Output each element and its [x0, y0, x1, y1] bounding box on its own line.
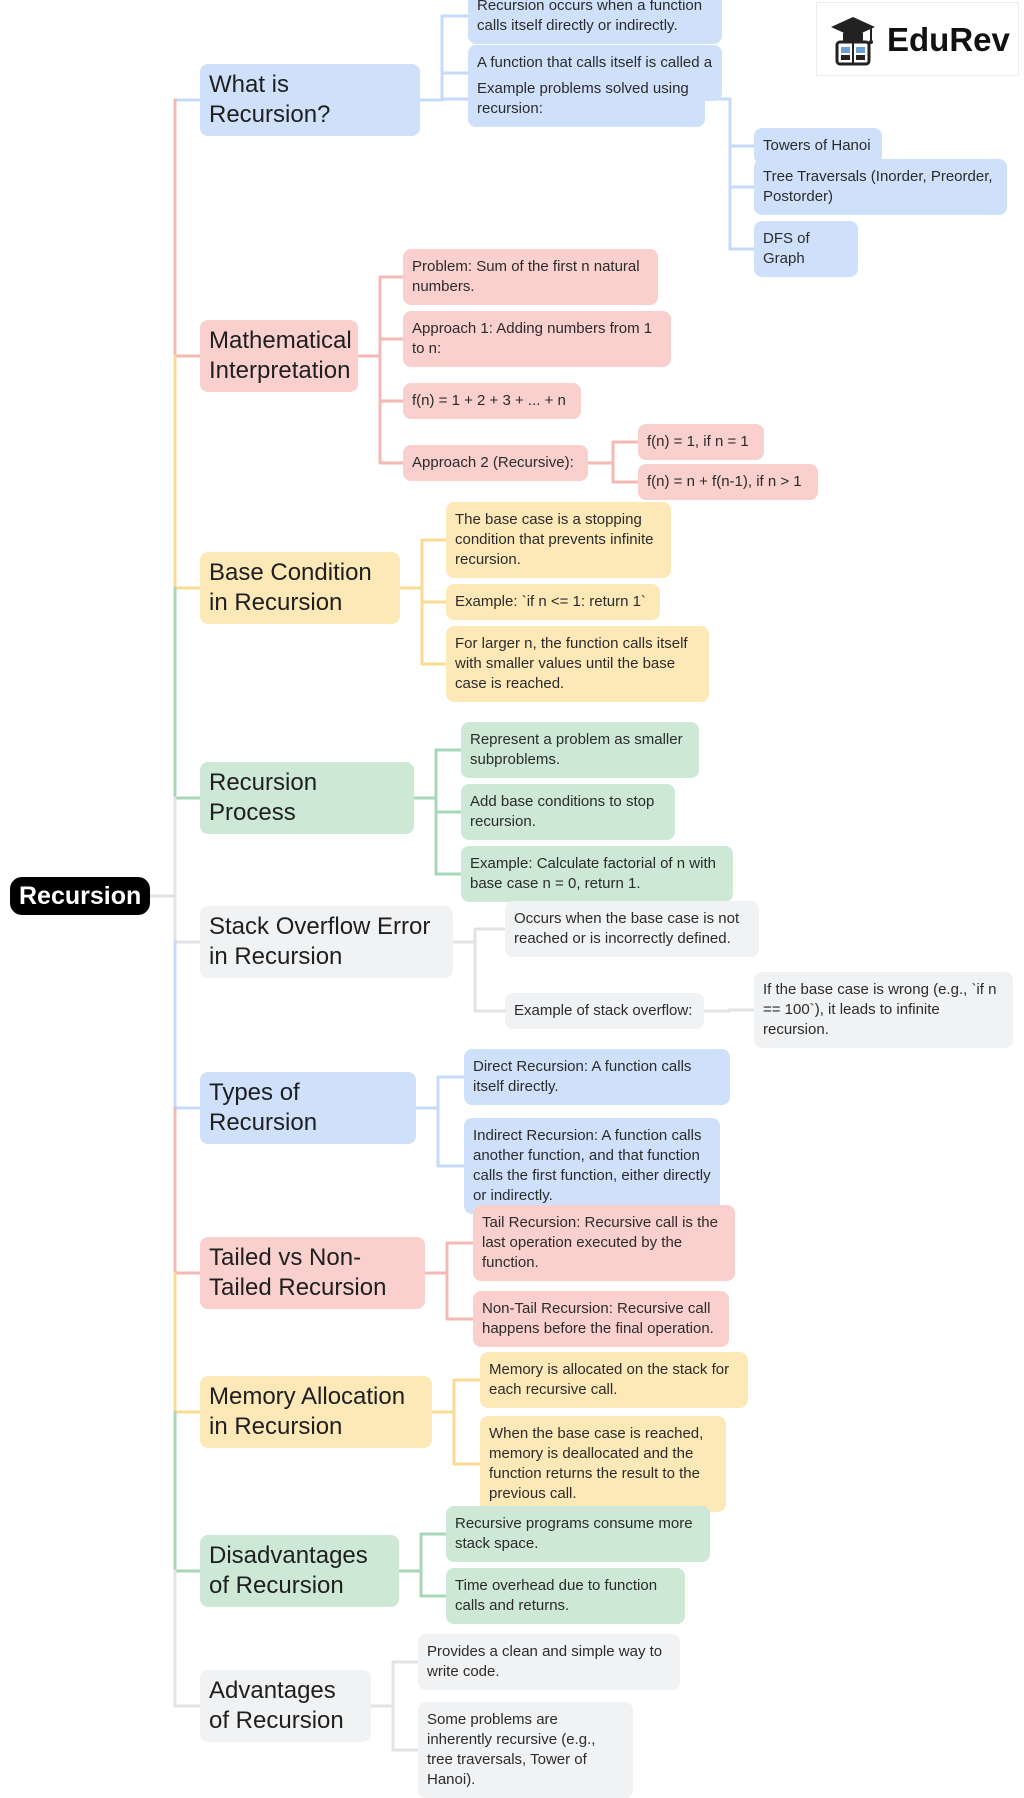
sub-leaf-node[interactable]: If the base case is wrong (e.g., `if n =…	[754, 972, 1013, 1048]
leaf-node[interactable]: Memory is allocated on the stack for eac…	[480, 1352, 748, 1408]
logo-text: EduRev	[887, 21, 1010, 58]
leaf-node[interactable]: Example: `if n <= 1: return 1`	[446, 584, 660, 620]
leaf-node[interactable]: Provides a clean and simple way to write…	[418, 1634, 680, 1690]
leaf-node[interactable]: Recursion occurs when a function calls i…	[468, 0, 722, 44]
leaf-node[interactable]: Example problems solved using recursion:	[468, 71, 705, 127]
branch-node[interactable]: Advantages of Recursion	[200, 1670, 371, 1742]
branch-node[interactable]: What is Recursion?	[200, 64, 420, 136]
leaf-node[interactable]: The base case is a stopping condition th…	[446, 502, 671, 578]
sub-leaf-node[interactable]: Towers of Hanoi	[754, 128, 882, 164]
branch-node[interactable]: Stack Overflow Error in Recursion	[200, 906, 453, 978]
leaf-node[interactable]: Example: Calculate factorial of n with b…	[461, 846, 733, 902]
branch-node[interactable]: Memory Allocation in Recursion	[200, 1376, 432, 1448]
leaf-node[interactable]: When the base case is reached, memory is…	[480, 1416, 726, 1512]
leaf-node[interactable]: Problem: Sum of the first n natural numb…	[403, 249, 658, 305]
leaf-node[interactable]: Indirect Recursion: A function calls ano…	[464, 1118, 720, 1214]
leaf-node[interactable]: Add base conditions to stop recursion.	[461, 784, 675, 840]
leaf-node[interactable]: Recursive programs consume more stack sp…	[446, 1506, 710, 1562]
sub-leaf-node[interactable]: DFS of Graph	[754, 221, 858, 277]
branch-node[interactable]: Recursion Process	[200, 762, 414, 834]
graduation-cap-book-icon	[831, 17, 875, 66]
sub-leaf-node[interactable]: f(n) = 1, if n = 1	[638, 424, 764, 460]
leaf-node[interactable]: Some problems are inherently recursive (…	[418, 1702, 633, 1798]
leaf-node[interactable]: Non-Tail Recursion: Recursive call happe…	[473, 1291, 729, 1347]
edurev-logo: EduRev	[816, 2, 1019, 76]
leaf-node[interactable]: Approach 2 (Recursive):	[403, 445, 588, 481]
root-node[interactable]: Recursion	[10, 877, 151, 915]
leaf-node[interactable]: For larger n, the function calls itself …	[446, 626, 709, 702]
leaf-node[interactable]: Occurs when the base case is not reached…	[505, 901, 759, 957]
leaf-node[interactable]: Direct Recursion: A function calls itsel…	[464, 1049, 730, 1105]
leaf-node[interactable]: f(n) = 1 + 2 + 3 + ... + n	[403, 383, 581, 419]
leaf-node[interactable]: Example of stack overflow:	[505, 993, 704, 1029]
leaf-node[interactable]: Approach 1: Adding numbers from 1 to n:	[403, 311, 671, 367]
leaf-node[interactable]: Tail Recursion: Recursive call is the la…	[473, 1205, 735, 1281]
leaf-node[interactable]: Represent a problem as smaller subproble…	[461, 722, 699, 778]
sub-leaf-node[interactable]: f(n) = n + f(n-1), if n > 1	[638, 464, 818, 500]
branch-node[interactable]: Types of Recursion	[200, 1072, 416, 1144]
branch-node[interactable]: Tailed vs Non-Tailed Recursion	[200, 1237, 425, 1309]
sub-leaf-node[interactable]: Tree Traversals (Inorder, Preorder, Post…	[754, 159, 1007, 215]
branch-node[interactable]: Disadvantages of Recursion	[200, 1535, 399, 1607]
branch-node[interactable]: Mathematical Interpretation	[200, 320, 358, 392]
branch-node[interactable]: Base Condition in Recursion	[200, 552, 400, 624]
leaf-node[interactable]: Time overhead due to function calls and …	[446, 1568, 685, 1624]
